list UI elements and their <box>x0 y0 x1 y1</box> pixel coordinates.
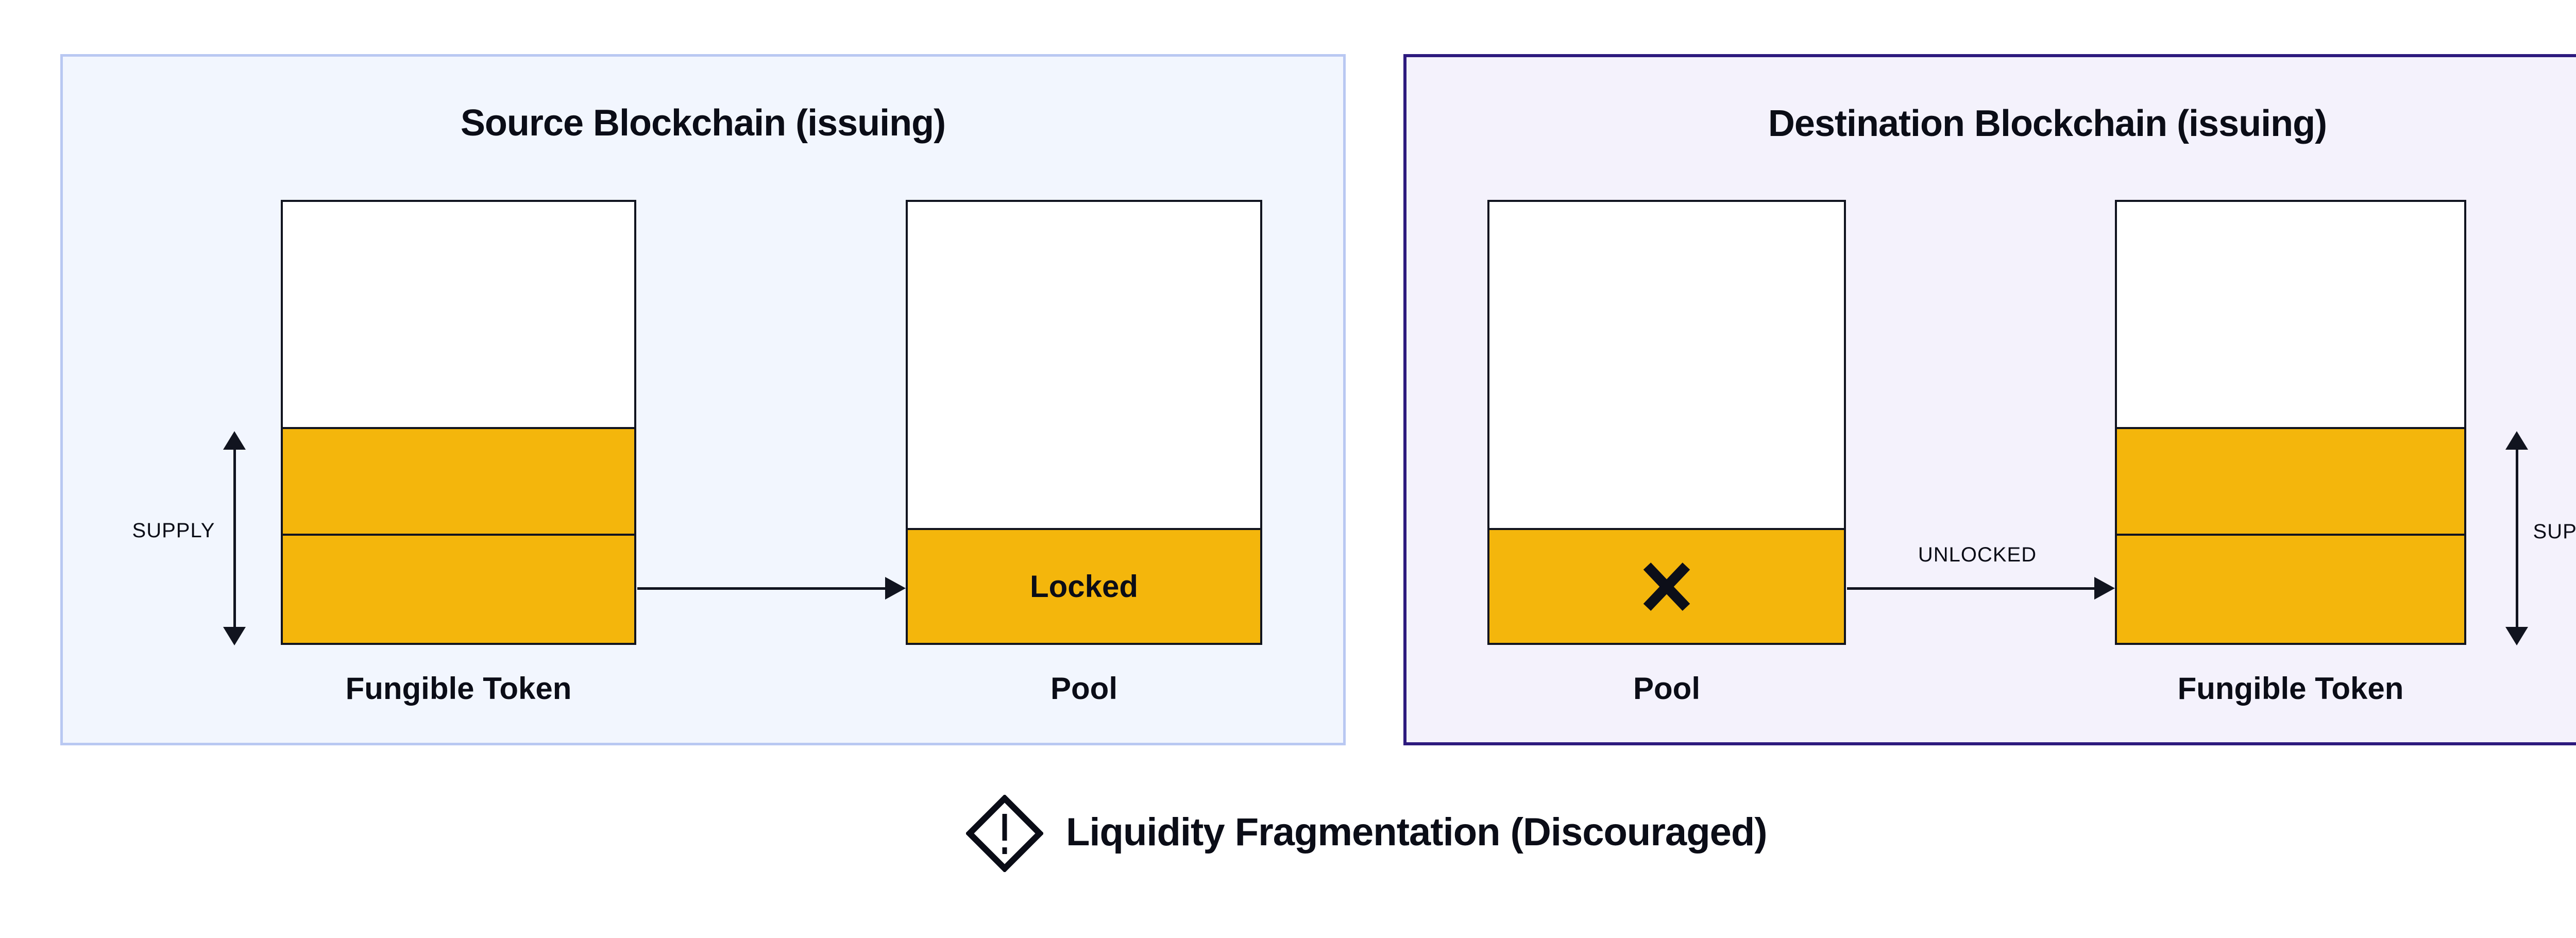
lock-transfer-arrow-icon <box>637 577 906 600</box>
destination-fungible-token-supply-fill <box>2117 427 2464 643</box>
source-pool-label: Pool <box>1050 671 1117 706</box>
cross-x-icon <box>1489 530 1844 643</box>
source-fungible-token-bar <box>281 200 636 645</box>
supply-section-divider <box>2117 534 2464 536</box>
unlock-transfer-arrow-icon <box>1847 577 2115 600</box>
destination-fungible-token-label: Fungible Token <box>2177 671 2404 706</box>
supply-double-arrow-icon <box>223 431 246 645</box>
caption-text: Liquidity Fragmentation (Discouraged) <box>1066 810 1768 854</box>
destination-panel-title: Destination Blockchain (issuing) <box>1768 103 2327 144</box>
source-fungible-token-label: Fungible Token <box>345 671 572 706</box>
source-pool-locked-fill: Locked <box>908 528 1260 643</box>
source-supply-label: SUPPLY <box>132 519 215 542</box>
source-fungible-token-supply-fill <box>283 427 634 643</box>
destination-blockchain-panel: Destination Blockchain (issuing) UNLOCKE… <box>1403 54 2576 745</box>
source-panel-title: Source Blockchain (issuing) <box>460 103 946 144</box>
warning-diamond-icon <box>965 794 1044 875</box>
destination-fungible-token-bar <box>2115 200 2466 645</box>
destination-supply-label: SUPPLY <box>2533 520 2576 543</box>
source-pool-bar: Locked <box>906 200 1262 645</box>
unlocked-arrow-label: UNLOCKED <box>1918 543 2037 566</box>
source-blockchain-panel: Source Blockchain (issuing) SUPPLY Locke… <box>60 54 1346 745</box>
supply-section-divider <box>283 534 634 536</box>
destination-pool-fill <box>1489 528 1844 643</box>
destination-pool-label: Pool <box>1633 671 1700 706</box>
supply-double-arrow-icon <box>2505 431 2528 645</box>
destination-pool-bar <box>1487 200 1846 645</box>
locked-label: Locked <box>1029 569 1139 604</box>
